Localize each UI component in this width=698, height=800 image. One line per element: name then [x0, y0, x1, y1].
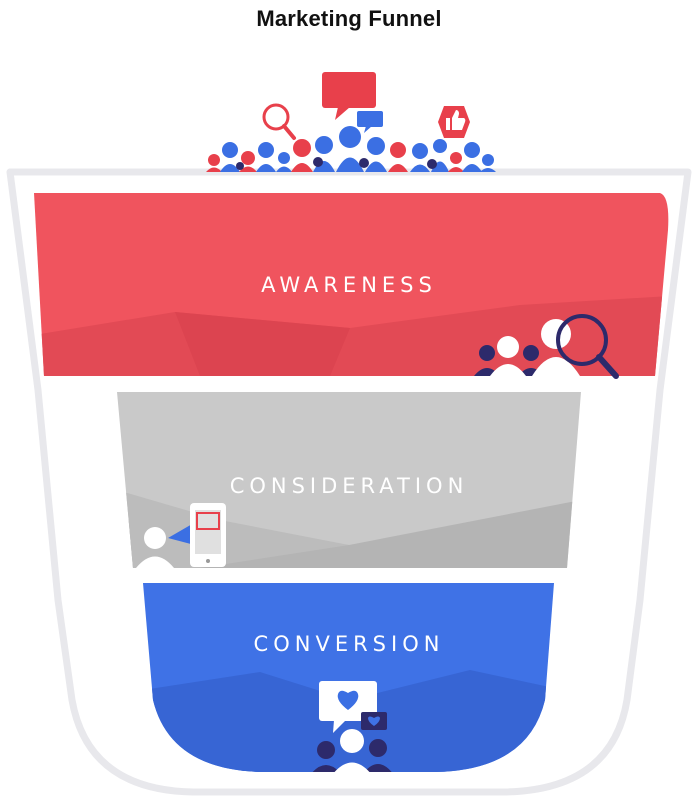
crowd-people-icon [206, 126, 496, 172]
crowd-magnifier-icon [262, 103, 296, 140]
conversion-label: CONVERSION [254, 632, 445, 656]
awareness-stage: AWARENESS [34, 193, 669, 379]
phone-icon [190, 503, 226, 567]
consideration-stage: CONSIDERATION [117, 392, 581, 568]
crowd-thumbs-up-icon [438, 106, 470, 138]
awareness-magnifier-icon [556, 314, 619, 379]
conversion-stage: CONVERSION [143, 583, 554, 772]
crowd-small-bubble-icon [357, 111, 383, 133]
conversion-people-icon [310, 729, 394, 772]
diagram-title: Marketing Funnel [256, 6, 442, 31]
crowd-speech-bubble-icon [322, 72, 376, 120]
consideration-label: CONSIDERATION [230, 474, 469, 498]
heart-bubble-icon [319, 681, 377, 733]
consideration-person-icon [136, 527, 174, 568]
awareness-label: AWARENESS [261, 273, 437, 297]
small-heart-bubble-icon [361, 712, 387, 730]
